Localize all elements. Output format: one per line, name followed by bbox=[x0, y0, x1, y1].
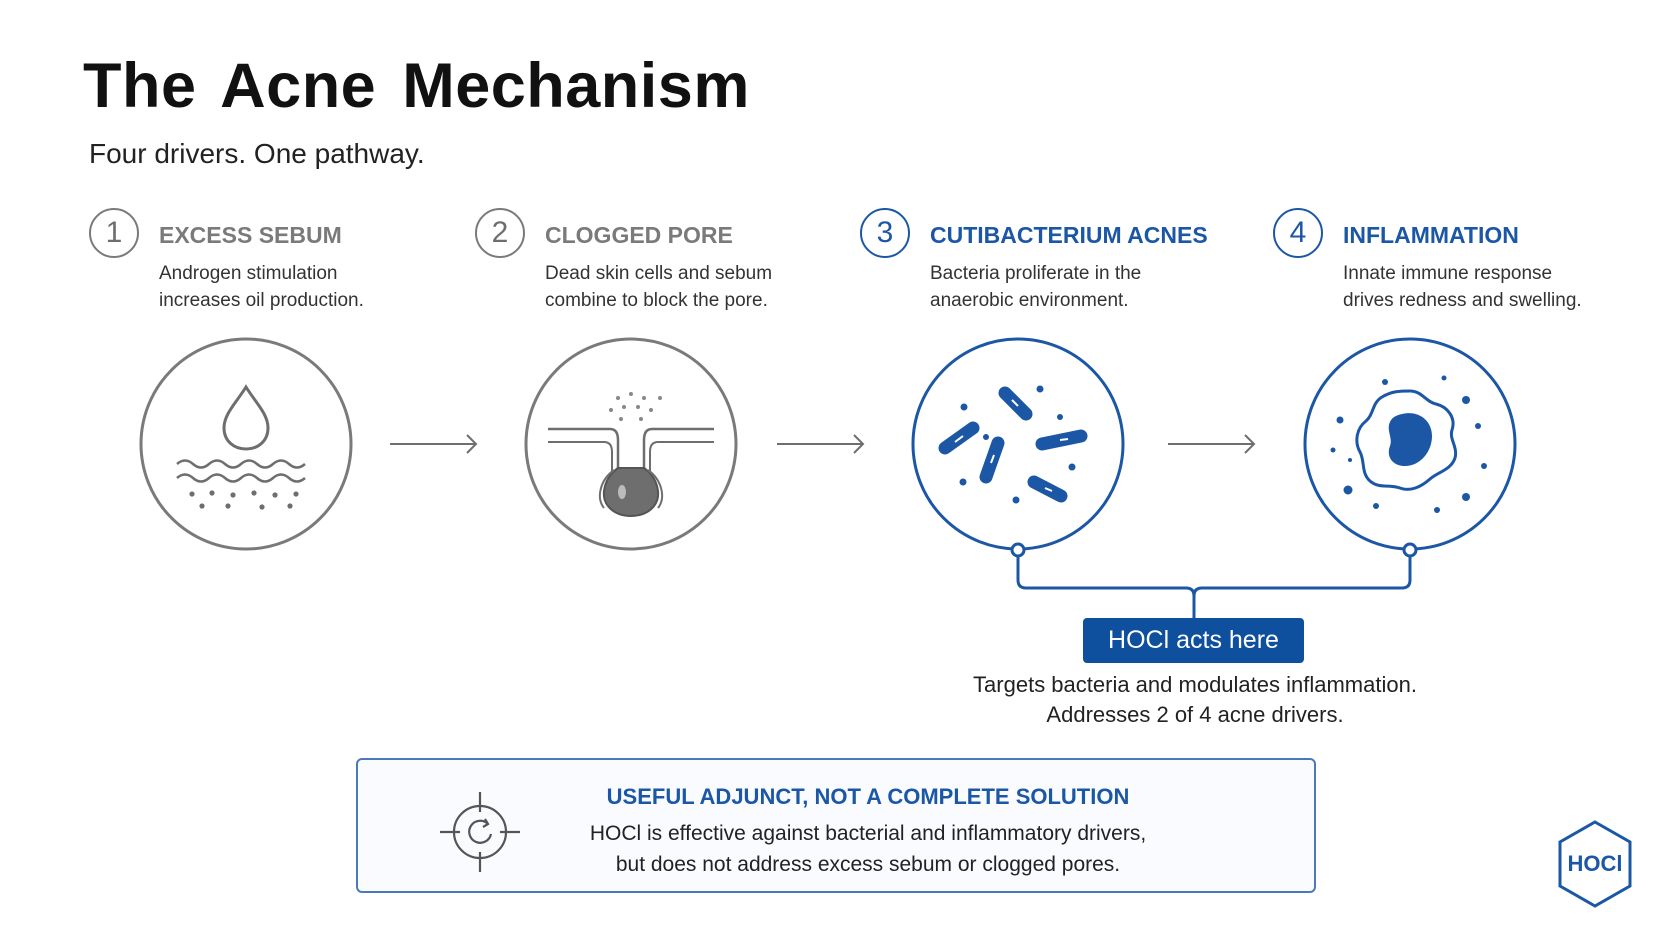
step-description-line: Bacteria proliferate in the bbox=[930, 263, 1142, 284]
step-number-badge: 3 bbox=[860, 208, 910, 258]
hocl-acts-here-badge: HOCl acts here bbox=[1083, 618, 1304, 663]
adjunct-callout-box: USEFUL ADJUNCT, NOT A COMPLETE SOLUTION … bbox=[356, 758, 1316, 893]
step-title: EXCESS SEBUM bbox=[159, 222, 342, 248]
target-crosshair-icon bbox=[440, 792, 520, 872]
step-description-line: Dead skin cells and sebum bbox=[545, 263, 773, 284]
hocl-targets-line: Addresses 2 of 4 acne drivers. bbox=[1046, 702, 1344, 727]
step-description: Androgen stimulation increases oil produ… bbox=[159, 260, 364, 314]
step-description-line: anaerobic environment. bbox=[930, 290, 1129, 311]
immune-cell-icon bbox=[1303, 337, 1517, 551]
step-description-line: combine to block the pore. bbox=[545, 290, 768, 311]
arrow-right-icon bbox=[777, 434, 865, 454]
step-description: Bacteria proliferate in the anaerobic en… bbox=[930, 260, 1141, 314]
hexagon-logo-icon bbox=[1558, 820, 1632, 908]
step-description: Dead skin cells and sebum combine to blo… bbox=[545, 260, 772, 314]
step-description-line: drives redness and swelling. bbox=[1343, 290, 1582, 311]
step-description: Innate immune response drives redness an… bbox=[1343, 260, 1582, 314]
clogged-pore-icon bbox=[524, 337, 738, 551]
hocl-targets-text: Targets bacteria and modulates inflammat… bbox=[900, 670, 1490, 730]
arrow-right-icon bbox=[390, 434, 478, 454]
callout-title: USEFUL ADJUNCT, NOT A COMPLETE SOLUTION bbox=[606, 784, 1130, 809]
page-subtitle: Four drivers. One pathway. bbox=[89, 138, 425, 169]
step-title: CLOGGED PORE bbox=[545, 222, 733, 248]
oil-drop-icon bbox=[139, 337, 353, 551]
callout-text-line: but does not address excess sebum or clo… bbox=[615, 853, 1121, 876]
step-title: INFLAMMATION bbox=[1343, 222, 1519, 248]
step-number-badge: 2 bbox=[475, 208, 525, 258]
step-number-badge: 1 bbox=[89, 208, 139, 258]
arrow-right-icon bbox=[1168, 434, 1256, 454]
step-description-line: Innate immune response bbox=[1343, 263, 1553, 284]
bacteria-icon bbox=[911, 337, 1125, 551]
step-description-line: increases oil production. bbox=[159, 290, 364, 311]
step-title: CUTIBACTERIUM ACNES bbox=[930, 222, 1208, 248]
logo-text: HOCl bbox=[1567, 851, 1623, 876]
step-description-line: Androgen stimulation bbox=[159, 263, 338, 284]
hocl-connector bbox=[1010, 542, 1418, 618]
page-title: The Acne Mechanism bbox=[83, 51, 750, 121]
hocl-targets-line: Targets bacteria and modulates inflammat… bbox=[973, 672, 1417, 697]
callout-text: HOCl is effective against bacterial and … bbox=[428, 818, 1308, 880]
step-number-badge: 4 bbox=[1273, 208, 1323, 258]
callout-text-line: HOCl is effective against bacterial and … bbox=[589, 822, 1147, 845]
hocl-logo: HOCl bbox=[1555, 818, 1635, 915]
